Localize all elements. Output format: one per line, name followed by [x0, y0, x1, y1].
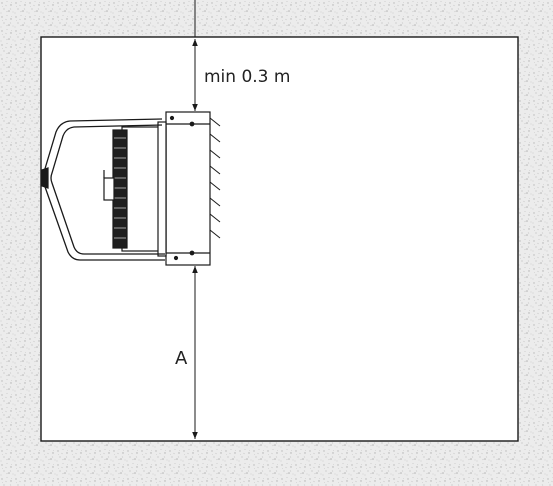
bottom-clearance-label: A [175, 348, 188, 369]
top-clearance-label: min 0.3 m [204, 67, 290, 87]
connection-box [103, 177, 115, 201]
wall-bracket-hatch [209, 117, 221, 239]
wall-mounted-heater-side-view-icon [41, 111, 221, 266]
wall-bracket [165, 111, 211, 266]
